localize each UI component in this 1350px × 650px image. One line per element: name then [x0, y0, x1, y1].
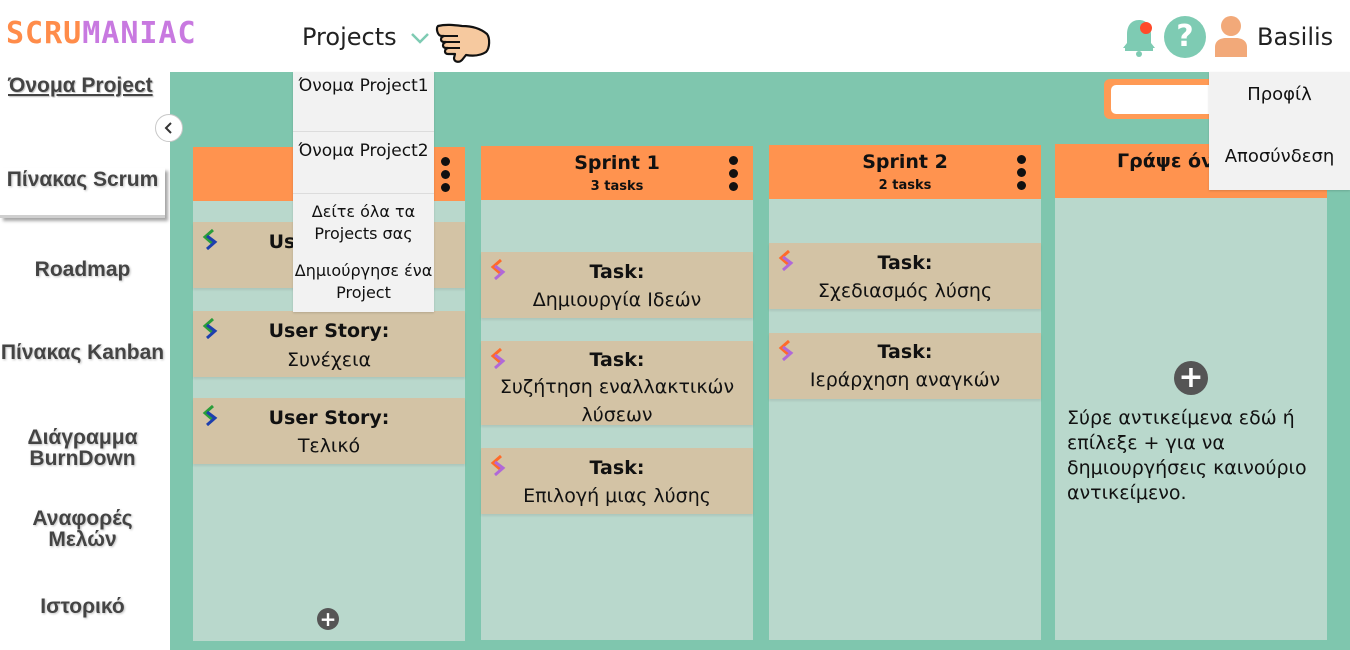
add-item-button[interactable]: + — [317, 608, 339, 630]
logo-part-2: MANIAC — [82, 16, 197, 51]
drop-hint-text: Σύρε αντικείμενα εδώ ή επίλεξε + για να … — [1067, 407, 1307, 504]
task-card[interactable]: Task: Ιεράρχηση αναγκών — [769, 333, 1041, 399]
sidebar-item-scrum-board[interactable]: Πίνακας Scrum — [0, 168, 165, 218]
project-2-option[interactable]: Όνομα Project2 — [298, 141, 429, 161]
column-menu-icon[interactable] — [1017, 155, 1027, 193]
collapse-sidebar-button[interactable] — [155, 114, 183, 142]
card-text: Επιλογή μιας λύσης — [523, 485, 711, 507]
user-dropdown: Προφίλ Αποσύνδεση — [1209, 72, 1350, 190]
pointing-hand-icon — [435, 23, 491, 63]
user-story-icon — [202, 404, 218, 426]
card-text: Σχεδιασμός λύσης — [817, 280, 993, 302]
card-type: Task: — [877, 252, 933, 274]
sidebar-item-member-reports[interactable]: Αναφορές Μελών — [32, 507, 133, 551]
app-logo[interactable]: SCRUMANIAC — [6, 14, 197, 54]
card-type: Task: — [877, 341, 933, 363]
user-story-icon — [202, 228, 218, 250]
card-text: Τελικό — [297, 435, 361, 457]
story-card[interactable]: User Story: Συνέχεια — [193, 311, 465, 377]
column-title-input[interactable]: Γράψε όν — [1117, 150, 1215, 172]
task-icon — [778, 339, 794, 361]
chevron-left-icon — [164, 122, 172, 134]
profile-option[interactable]: Προφίλ — [1247, 84, 1312, 105]
column-task-count: 3 tasks — [590, 179, 644, 194]
create-project-option[interactable]: Δημιούργησε ένα Project — [294, 261, 433, 302]
sidebar-item-roadmap[interactable]: Roadmap — [34, 258, 131, 281]
column-header: Sprint 1 3 tasks — [481, 146, 753, 200]
task-card[interactable]: Task: Επιλογή μιας λύσης — [481, 448, 753, 514]
card-text: Συνέχεια — [286, 349, 372, 371]
project-1-option[interactable]: Όνομα Project1 — [298, 76, 429, 96]
add-item-button[interactable]: + — [1174, 361, 1208, 395]
logout-option[interactable]: Αποσύνδεση — [1224, 146, 1335, 167]
bell-icon[interactable] — [1120, 15, 1158, 57]
sidebar-item-burndown[interactable]: Διάγραμμα BurnDown — [27, 426, 138, 470]
card-type: User Story: — [268, 407, 390, 429]
dropdown-divider — [293, 131, 434, 132]
column-title: Sprint 1 — [574, 152, 660, 174]
task-icon — [778, 249, 794, 271]
task-icon — [490, 347, 506, 369]
column-task-count: 2 tasks — [878, 178, 932, 193]
column-title: Sprint 2 — [862, 151, 948, 173]
card-type: Task: — [589, 261, 645, 283]
column-header: Sprint 2 2 tasks — [769, 145, 1041, 199]
task-card[interactable]: Task: Δημιουργία Ιδεών — [481, 252, 753, 318]
user-story-icon — [202, 317, 218, 339]
task-card[interactable]: Task: Συζήτηση εναλλακτικών λύσεων — [481, 341, 753, 426]
projects-menu-button[interactable]: Projects — [302, 20, 430, 54]
column-menu-icon[interactable] — [729, 156, 739, 194]
task-card[interactable]: Task: Σχεδιασμός λύσης — [769, 243, 1041, 309]
task-icon — [490, 258, 506, 280]
project-name-link[interactable]: Όνομα Project — [8, 74, 153, 97]
card-text: Συζήτηση εναλλακτικών λύσεων — [499, 376, 735, 426]
card-text: Ιεράρχηση αναγκών — [809, 369, 1001, 391]
user-avatar-icon[interactable] — [1213, 15, 1249, 57]
column-menu-icon[interactable] — [441, 157, 451, 195]
sidebar: Όνομα Project Πίνακας Scrum Roadmap Πίνα… — [0, 72, 183, 650]
card-text: Δημιουργία Ιδεών — [532, 289, 702, 311]
sidebar-item-history[interactable]: Ιστορικό — [40, 595, 125, 618]
card-type: Task: — [589, 349, 645, 371]
projects-menu-label: Projects — [302, 23, 397, 51]
view-all-projects-option[interactable]: Δείτε όλα τα Projects σας — [311, 202, 416, 243]
card-type: User Story: — [268, 320, 390, 342]
projects-dropdown: Όνομα Project1 Όνομα Project2 Δείτε όλα … — [293, 72, 434, 312]
sidebar-item-kanban-board[interactable]: Πίνακας Kanban — [0, 341, 165, 364]
logo-part-1: SCRU — [6, 16, 83, 51]
top-bar: SCRUMANIAC Projects ? Basilis — [0, 0, 1350, 72]
column-sprint-2: Sprint 2 2 tasks Task: Σχεδιασμός λύσης … — [769, 145, 1041, 640]
column-sprint-1: Sprint 1 3 tasks Task: Δημιουργία Ιδεών … — [481, 146, 753, 640]
dropdown-divider — [293, 193, 434, 194]
card-type: Task: — [589, 457, 645, 479]
story-card[interactable]: User Story: Τελικό — [193, 398, 465, 464]
chevron-down-icon — [411, 33, 430, 44]
username-label[interactable]: Basilis — [1257, 23, 1334, 51]
task-icon — [490, 454, 506, 476]
help-icon[interactable]: ? — [1164, 16, 1206, 58]
